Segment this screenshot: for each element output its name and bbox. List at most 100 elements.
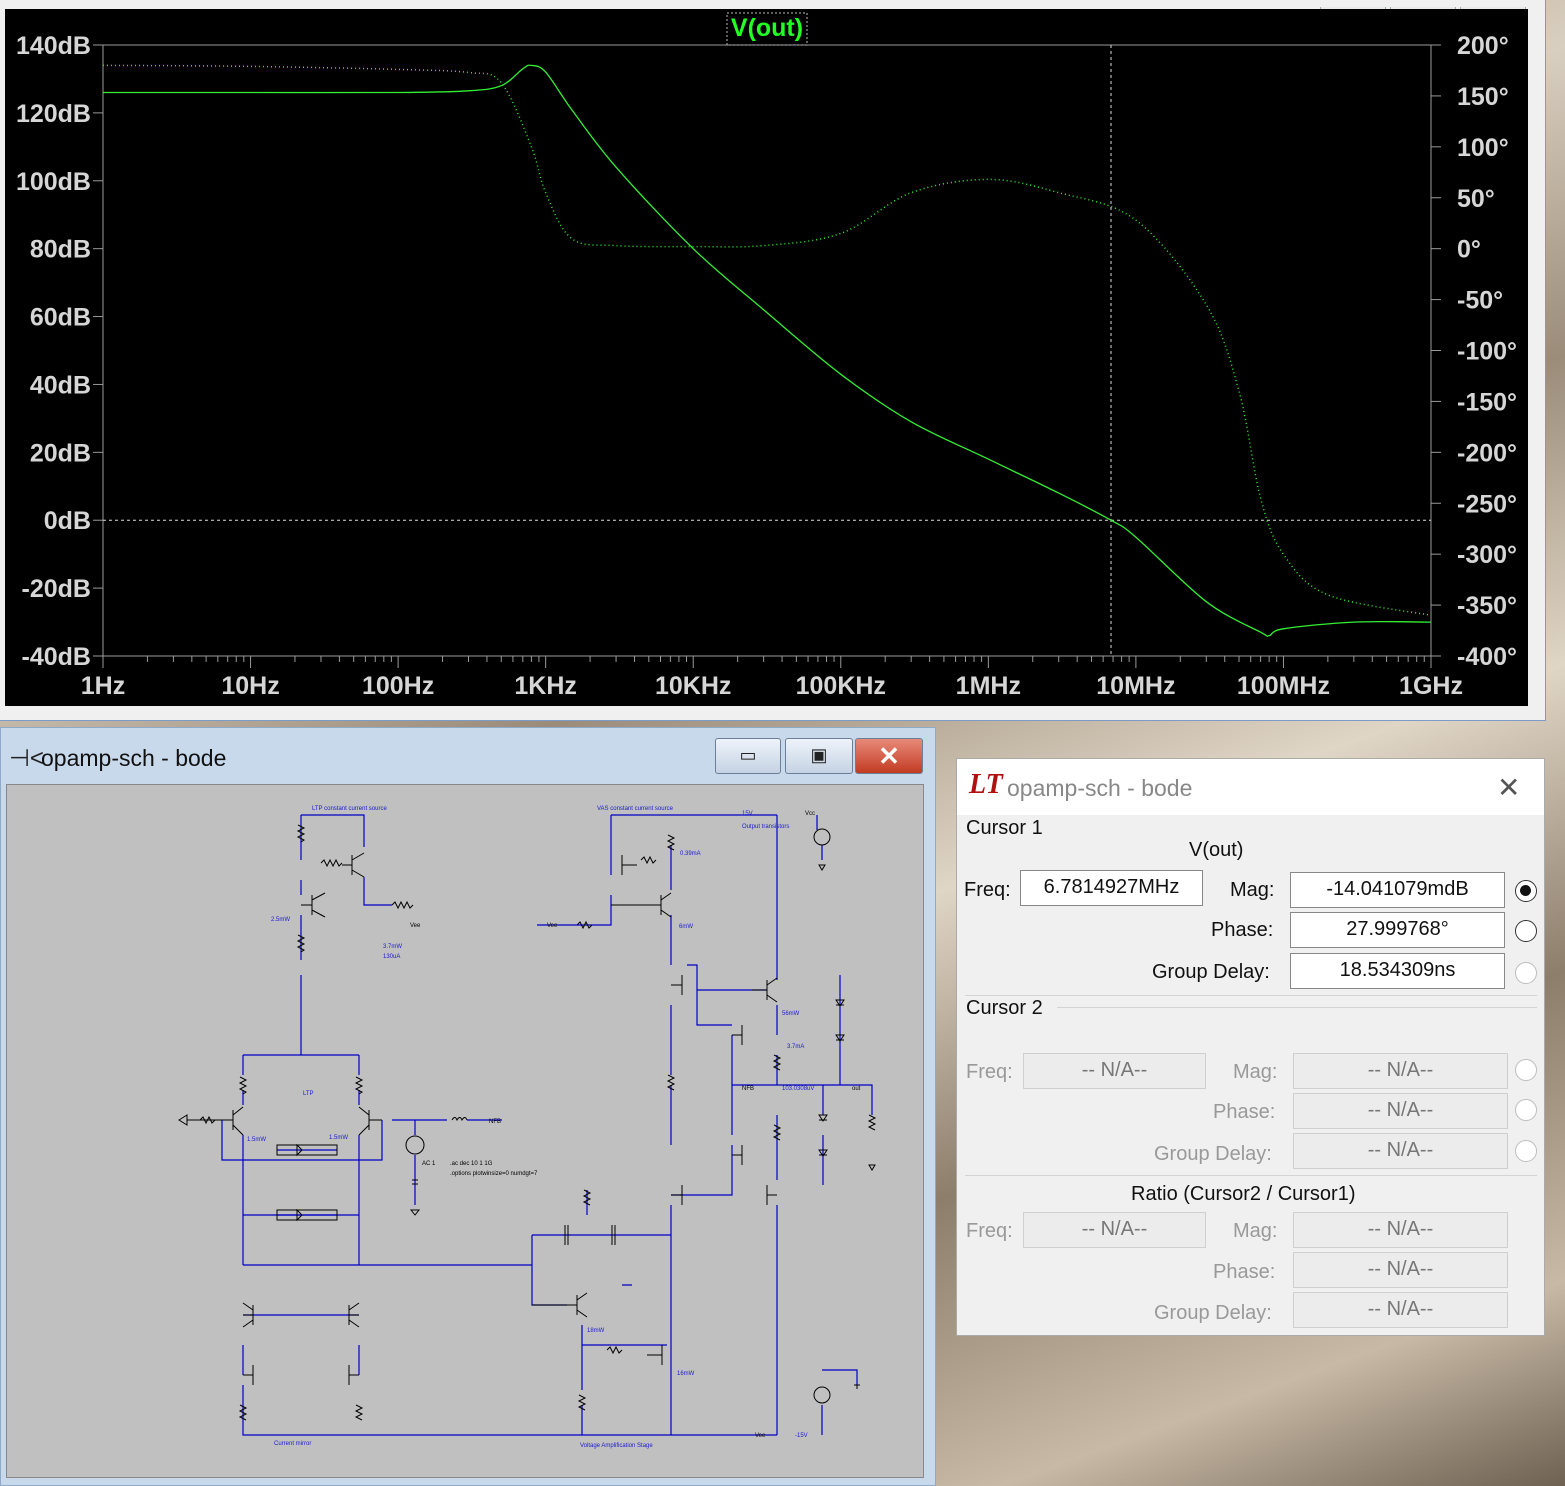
cursor1-group-delay-field[interactable]: 18.534309ns: [1290, 953, 1505, 989]
schematic-window: ⊣< opamp-sch - bode ▭ ▣ ✕: [0, 727, 936, 1486]
frequency-tick-label: 100MHz: [1237, 672, 1330, 700]
label-vee-ltp: Vee: [410, 923, 421, 929]
label-nfb: NFB: [489, 1119, 501, 1125]
plot-axes: [102, 44, 1432, 657]
label-power-q2: 1.5mW: [247, 1137, 266, 1143]
schematic-canvas[interactable]: LTP constant current source VAS constant…: [6, 784, 924, 1478]
cursor-dialog-titlebar[interactable]: LT opamp-sch - bode ✕: [957, 759, 1544, 815]
magnitude-tick-label: 80dB: [30, 236, 91, 264]
frequency-tick-label: 10Hz: [221, 672, 279, 700]
cursor-crosshair[interactable]: [103, 45, 1431, 656]
cursor-dialog-title: opamp-sch - bode: [1007, 775, 1193, 801]
ratio-freq-field: -- N/A--: [1023, 1212, 1206, 1248]
label-current-039ma: 0.39mA: [680, 851, 701, 857]
label-power-q9: 56mW: [782, 1011, 800, 1017]
minimize-icon: ▭: [739, 745, 757, 765]
label-power-q12: 18mW: [587, 1328, 605, 1334]
maximize-icon: ▣: [810, 745, 828, 765]
label-vas-ccs: VAS constant current source: [597, 806, 674, 812]
ltspice-logo-icon: LT: [969, 769, 1003, 800]
label-current-37ma: 3.7mA: [787, 1044, 804, 1050]
bode-plot[interactable]: 140dB120dB100dB80dB60dB40dB20dB0dB-20dB-…: [5, 9, 1528, 706]
cursor1-freq-field[interactable]: 6.7814927MHz: [1020, 870, 1203, 906]
label-power-q4: 6mW: [679, 924, 693, 930]
ratio-heading: Ratio (Cursor2 / Cursor1): [1131, 1183, 1356, 1205]
label-vee: Vee: [755, 1433, 766, 1439]
close-button[interactable]: ✕: [855, 738, 923, 774]
phase-tick-label: -300°: [1457, 541, 1517, 569]
cursor1-mag-field[interactable]: -14.041079mdB: [1290, 872, 1505, 908]
cursor2-group-delay-radio: [1515, 1140, 1537, 1162]
magnitude-tick-label: 0dB: [44, 507, 91, 535]
frequency-tick-label: 100KHz: [796, 672, 886, 700]
label-vee-vas: Vee: [547, 923, 558, 929]
label-voltage-nfb: 103.0308uV: [782, 1086, 814, 1092]
separator: [1057, 1007, 1537, 1008]
frequency-tick-label: 100Hz: [362, 672, 434, 700]
trace-label-box[interactable]: [726, 12, 808, 46]
label-options-directive: .options plotwinsize=0 numdgt=7: [450, 1171, 538, 1177]
label-power-q7: 2.5mW: [271, 917, 290, 923]
frequency-tick-label: 1MHz: [956, 672, 1021, 700]
cursor1-mag-label: Mag:: [1230, 879, 1275, 901]
maximize-button[interactable]: ▣: [785, 738, 853, 774]
label-ac-source: AC 1: [422, 1161, 436, 1167]
phase-tick-label: 100°: [1457, 134, 1509, 162]
magnitude-tick-label: 60dB: [30, 304, 91, 332]
label-power-q13: 16mW: [677, 1371, 695, 1377]
trace-label[interactable]: V(out): [731, 14, 803, 42]
transistor-icon: ⊣<: [9, 745, 44, 772]
close-icon[interactable]: ✕: [1497, 772, 1521, 803]
label-ltp: LTP: [303, 1091, 314, 1097]
phase-tick-label: -250°: [1457, 490, 1517, 518]
magnitude-axis: 140dB120dB100dB80dB60dB40dB20dB0dB-20dB-…: [16, 32, 103, 671]
frequency-tick-label: 10KHz: [655, 672, 731, 700]
magnitude-tick-label: 40dB: [30, 371, 91, 399]
waveform-window-controls: [1320, 0, 1530, 13]
cursor1-phase-field[interactable]: 27.999768°: [1290, 912, 1505, 948]
cursor2-group-delay-label: Group Delay:: [1154, 1143, 1272, 1165]
phase-tick-label: -400°: [1457, 643, 1517, 671]
traces: [102, 64, 1432, 637]
cursor1-phase-radio[interactable]: [1515, 920, 1537, 942]
phase-tick-label: 50°: [1457, 185, 1495, 213]
schematic-drawing[interactable]: LTP constant current source VAS constant…: [7, 785, 923, 1477]
cursor2-mag-field: -- N/A--: [1293, 1053, 1508, 1089]
phase-tick-label: -200°: [1457, 439, 1517, 467]
cursor1-freq-label: Freq:: [964, 879, 1011, 901]
cursor2-phase-radio: [1515, 1099, 1537, 1121]
label-current-130ua: 130uA: [383, 954, 400, 960]
label-power-q1: 1.5mW: [329, 1135, 348, 1141]
cursor2-mag-label: Mag:: [1233, 1061, 1278, 1083]
phase-tick-label: -350°: [1457, 592, 1517, 620]
schematic-components: [178, 824, 877, 1421]
cursor1-mag-radio[interactable]: [1515, 880, 1537, 902]
cursor2-mag-radio: [1515, 1059, 1537, 1081]
phase-tick-label: 150°: [1457, 83, 1509, 111]
separator: [965, 1175, 1537, 1176]
label-output-transistors: Output transistors: [742, 824, 789, 830]
label-current-mirror: Current mirror: [274, 1441, 311, 1447]
magnitude-tick-label: -20dB: [22, 575, 91, 603]
minimize-button[interactable]: ▭: [715, 738, 781, 774]
separator: [965, 995, 1537, 996]
ratio-group-delay-field: -- N/A--: [1293, 1292, 1508, 1328]
magnitude-tick-label: 140dB: [16, 32, 91, 60]
ratio-group-delay-label: Group Delay:: [1154, 1302, 1272, 1324]
label-15v: 15V: [742, 811, 753, 817]
cursor2-heading: Cursor 2: [966, 997, 1043, 1019]
phase-tick-label: -50°: [1457, 287, 1503, 315]
label-power-r17: 3.7mW: [383, 944, 402, 950]
frequency-tick-label: 1KHz: [514, 672, 577, 700]
schematic-titlebar[interactable]: ⊣< opamp-sch - bode ▭ ▣ ✕: [1, 728, 935, 782]
magnitude-tick-label: -40dB: [22, 643, 91, 671]
schematic-wires: [221, 814, 873, 1436]
cursor2-freq-field: -- N/A--: [1023, 1053, 1206, 1089]
cursor1-group-delay-radio[interactable]: [1515, 962, 1537, 984]
label-nfb-node: NFB: [742, 1086, 754, 1092]
magnitude-tick-label: 20dB: [30, 439, 91, 467]
ratio-mag-label: Mag:: [1233, 1220, 1278, 1242]
